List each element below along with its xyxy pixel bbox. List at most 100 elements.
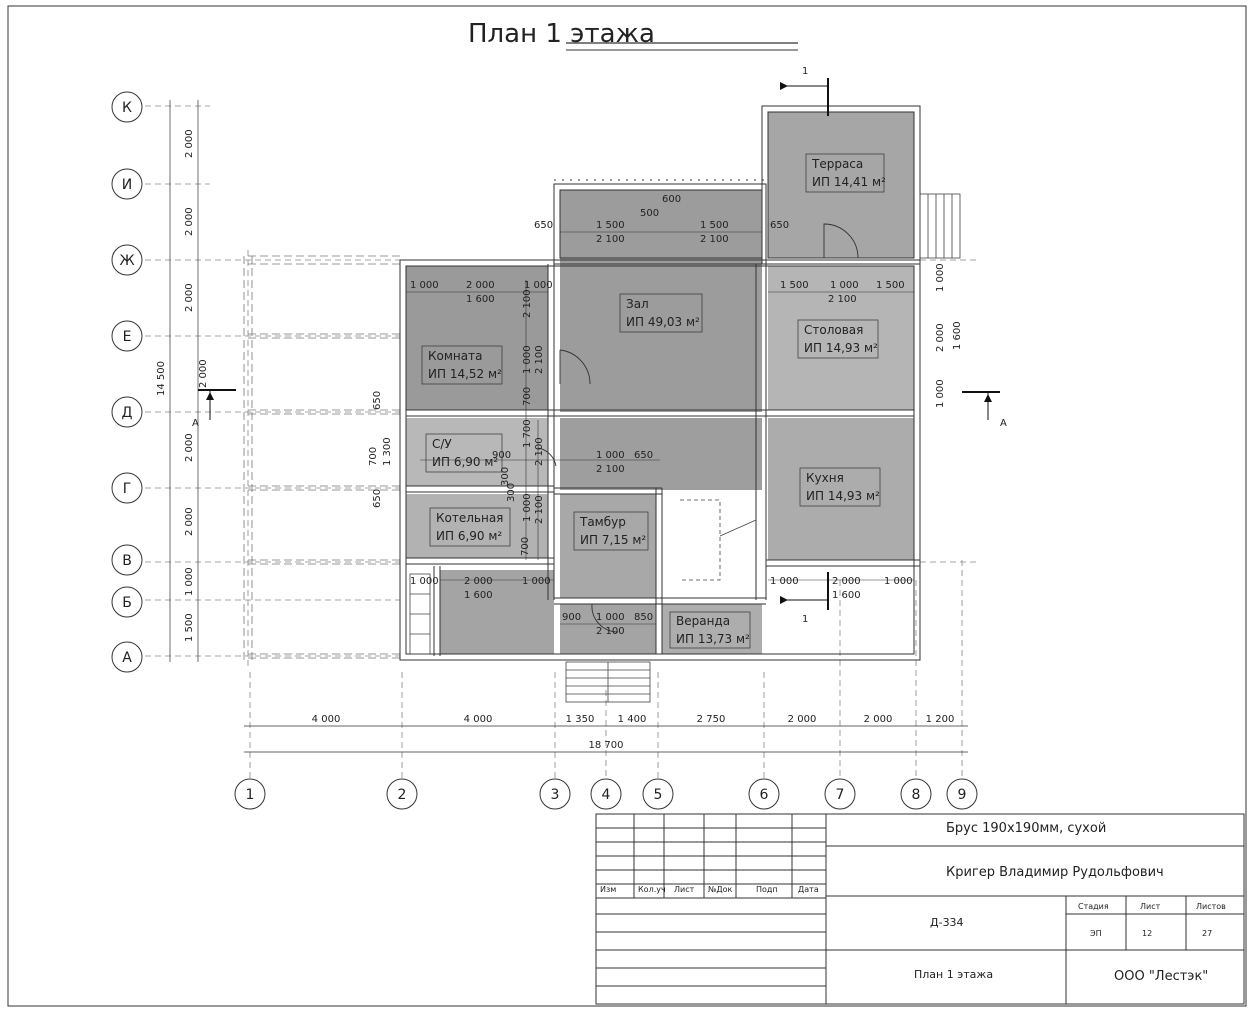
stamp-header: Дата [798,885,819,894]
section-label: А [1000,418,1007,429]
room-wc-fill [406,418,548,486]
section-label: 1 [802,614,808,625]
title-block [595,813,1245,1005]
interior-dim-labels: 650 1 500 500 1 500 650 2 100 2 100 600 … [368,194,963,637]
room-name: С/У [432,437,452,451]
dim-label: 1 500 [184,613,195,642]
room-name: Котельная [436,511,503,525]
label-terrace: Терраса ИП 14,41 м² [805,153,886,193]
dim-label: 300 [500,467,511,486]
dim-label: 2 000 [788,714,817,725]
room-area: ИП 14,41 м² [812,175,886,189]
axis-col-label: 6 [760,787,769,803]
axis-row-label: Е [123,329,132,345]
dim-label: 2 000 [832,576,861,587]
stamp-material: Брус 190х190мм, сухой [946,821,1106,836]
dim-label: 1 000 [410,576,439,587]
axis-row-label: Г [123,481,132,497]
section-label: А [192,418,199,429]
row-axis-bubbles [111,91,143,673]
dim-label: 1 700 [522,419,533,448]
dim-label: 2 000 [184,433,195,462]
dim-label: 300 [506,483,517,502]
label-kitchen: Кухня ИП 14,93 м² [799,467,881,507]
dim-label: 1 000 [596,612,625,623]
left-deck-outline [243,255,400,660]
room-terrace-fill [768,112,914,258]
dim-label: 2 000 [935,323,946,352]
section-labels: 1 1 А А [192,66,1007,625]
dim-label: 1 000 [522,576,551,587]
title-block-text: Брус 190х190мм, сухой Кригер Владимир Ру… [600,821,1226,984]
dim-label: 1 000 [830,280,859,291]
dim-label: 2 750 [697,714,726,725]
stamp-company: ООО "Лестэк" [1114,969,1208,984]
room-name: Кухня [806,471,844,485]
dim-label: 2 000 [184,129,195,158]
axis-col-label: 3 [551,787,560,803]
dim-label: 2 100 [534,495,545,524]
dim-label: 700 [522,387,533,406]
stamp-header: Подп [756,885,778,894]
dim-label: 650 [634,450,653,461]
stamp-stage-label: Стадия [1078,902,1109,911]
dim-label: 2 000 [184,283,195,312]
dim-label: 1 200 [926,714,955,725]
axis-row-label: Б [122,595,132,611]
dim-label: 1 000 [524,280,553,291]
axis-row-label: К [122,100,132,116]
dim-label: 650 [534,220,553,231]
column-axis-labels: 1 2 3 4 5 6 7 8 9 [246,787,967,803]
stamp-header: Кол.уч [638,885,666,894]
dim-label: 2 000 [464,576,493,587]
walls [399,105,921,661]
dim-label: 500 [640,208,659,219]
stair-area-fill [662,494,762,598]
room-name: Столовая [804,323,863,337]
stamp-header: №Док [708,885,732,894]
dim-label: 650 [372,489,383,508]
room-lower-fill [440,570,554,654]
dim-label: 2 000 [184,207,195,236]
section-markers [198,78,1000,610]
room-kitchen-fill [768,418,914,560]
axis-col-label: 8 [912,787,921,803]
dim-label: 850 [634,612,653,623]
dim-total-label: 18 700 [589,740,624,751]
room-area: ИП 14,52 м² [428,367,502,381]
axis-col-label: 5 [654,787,663,803]
room-area: ИП 7,15 м² [580,533,646,547]
axis-col-label: 4 [602,787,611,803]
label-hall: Зал ИП 49,03 м² [619,293,703,333]
dim-label: 2 100 [534,345,545,374]
axis-row-label: А [122,650,132,666]
dim-label: 1 500 [780,280,809,291]
dim-label: 2 100 [522,289,533,318]
dim-label: 1 600 [952,321,963,350]
dim-label: 1 500 [876,280,905,291]
label-dining: Столовая ИП 14,93 м² [797,319,879,359]
stamp-sheet-name: План 1 этажа [914,968,993,981]
stamp-sheet: 12 [1142,929,1152,938]
stamp-author: Кригер Владимир Рудольфович [946,865,1164,880]
stamp-header: Изм [600,885,616,894]
dim-label: 1 600 [464,590,493,601]
room-area: ИП 49,03 м² [626,315,700,329]
room-name: Веранда [676,614,730,628]
stamp-sheets-label: Листов [1196,902,1226,911]
axis-col-label: 1 [246,787,255,803]
axis-col-label: 9 [958,787,967,803]
dim-label: 1 300 [382,437,393,466]
dim-label: 1 500 [700,220,729,231]
axis-col-label: 7 [836,787,845,803]
stairs [409,193,961,703]
stamp-stage: ЭП [1090,929,1102,938]
label-wc: С/У ИП 6,90 м² [425,433,503,473]
dim-label: 1 500 [596,220,625,231]
axis-row-label: В [122,553,132,569]
stamp-header: Лист [674,885,695,894]
dim-label: 650 [770,220,789,231]
dim-label: 650 [372,391,383,410]
dim-label: 1 000 [184,567,195,596]
